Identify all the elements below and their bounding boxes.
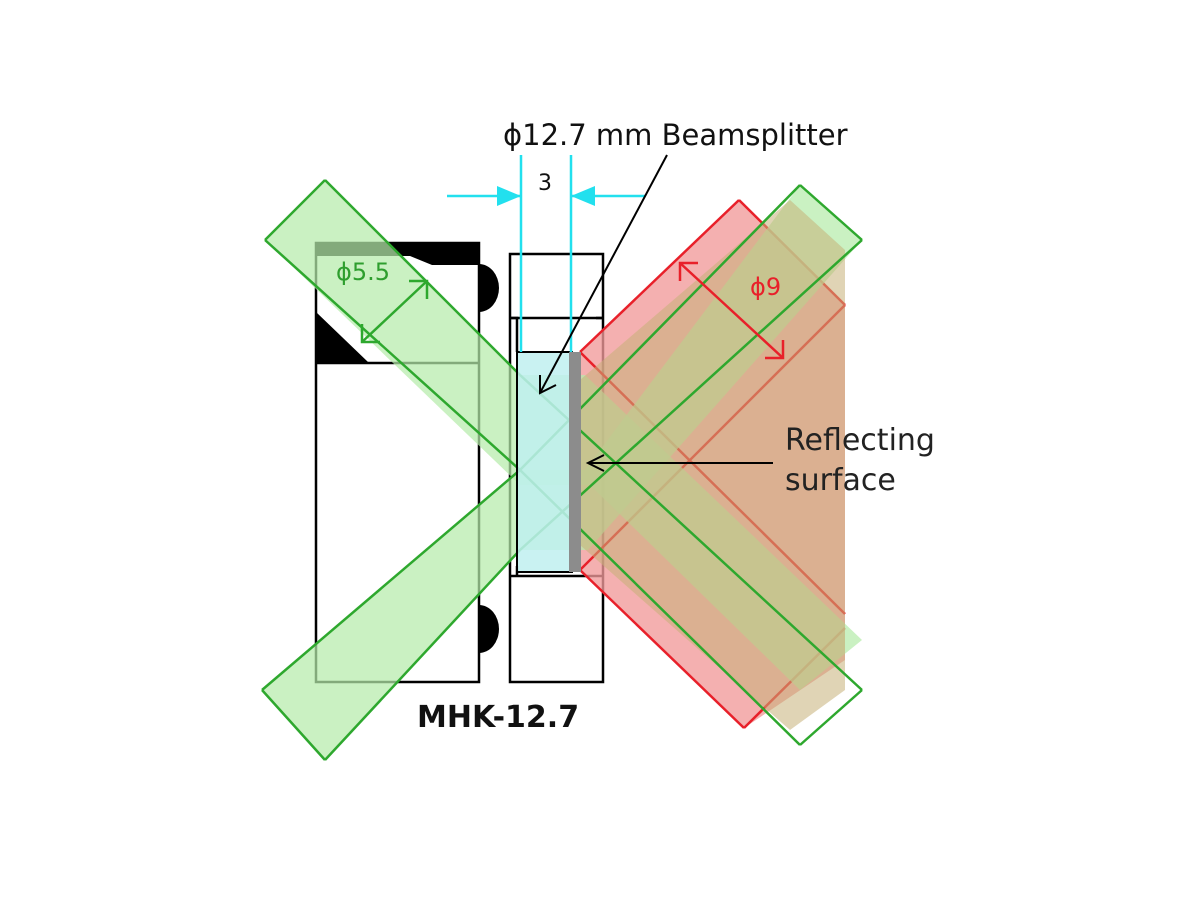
beamsplitter-optic bbox=[516, 351, 581, 573]
red-diameter-arrow bbox=[678, 261, 785, 360]
dimension-3mm bbox=[447, 155, 645, 352]
green-diameter-label: ϕ5.5 bbox=[336, 258, 390, 286]
beamsplitter-label: ϕ12.7 mm Beamsplitter bbox=[503, 118, 848, 152]
reflecting-label-line2: surface bbox=[785, 463, 896, 498]
reflecting-coating bbox=[569, 352, 581, 572]
red-beam-edge-lower-outer bbox=[579, 569, 745, 729]
beamsplitter-leader bbox=[539, 154, 668, 394]
holder-wedge bbox=[316, 312, 368, 362]
leader-lines bbox=[539, 154, 773, 472]
red-beam-edge-upper-outer bbox=[579, 199, 740, 353]
knob-bottom bbox=[479, 605, 499, 653]
knob-top bbox=[479, 264, 499, 312]
dimension-arrowhead-left bbox=[497, 186, 521, 206]
dimension-label: 3 bbox=[538, 171, 552, 196]
red-diameter-label: ϕ9 bbox=[750, 273, 781, 301]
green-diameter-arrow bbox=[360, 279, 429, 344]
model-label: MHK-12.7 bbox=[417, 700, 579, 735]
overlap-region bbox=[580, 200, 845, 730]
dimension-arrowhead-right bbox=[571, 186, 595, 206]
reflecting-label-line1: Reflecting bbox=[785, 423, 935, 458]
